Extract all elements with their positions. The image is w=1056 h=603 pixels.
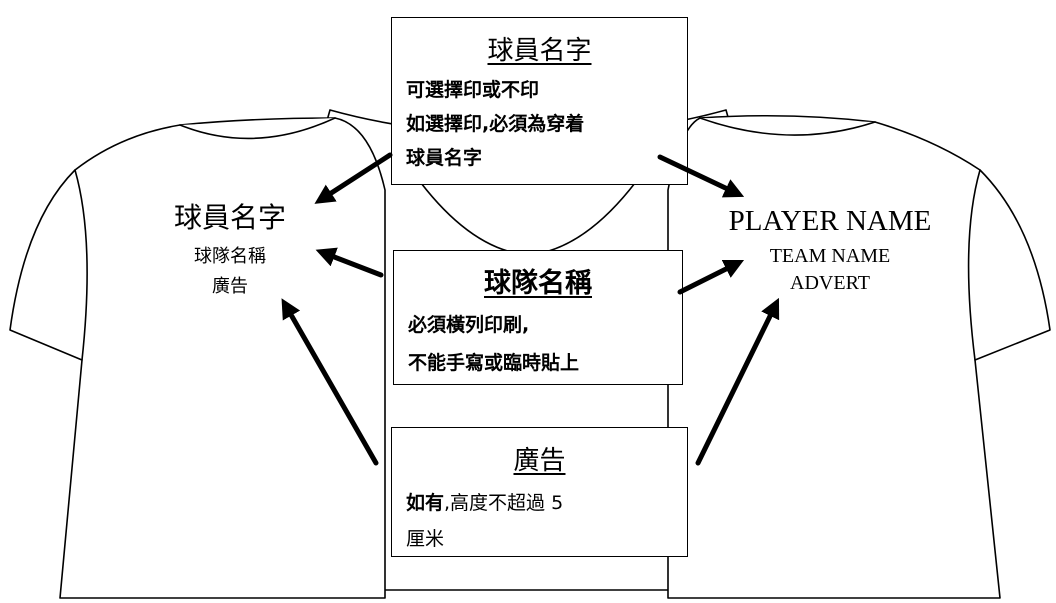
advert-callout-rest: ,高度不超過 5 [444, 492, 564, 514]
team-name-callout-line: 不能手寫或臨時貼上 [408, 352, 580, 374]
left-player-name: 球員名字 [173, 201, 286, 234]
advert-callout-line-1: 如有,高度不超過 5 [406, 485, 673, 521]
right-player-name: PLAYER NAME [728, 205, 932, 237]
player-name-callout-line: 球員名字 [406, 147, 483, 169]
team-name-callout-line: 必須橫列印刷, [408, 314, 530, 336]
right-advert: ADVERT [790, 272, 870, 294]
advert-callout-title: 廣告 [513, 446, 566, 476]
advert-callout-bold: 如有 [406, 492, 445, 514]
advert-callout-line-2: 厘米 [406, 528, 445, 550]
right-shirt [667, 114, 1051, 599]
right-team-name: TEAM NAME [769, 245, 891, 267]
left-advert: 廣告 [212, 276, 248, 297]
left-team-name: 球隊名稱 [194, 246, 266, 267]
left-shirt [9, 117, 386, 599]
player-name-callout-title: 球員名字 [487, 36, 592, 66]
advert-callout: 廣告 如有,高度不超過 5 厘米 [391, 427, 688, 557]
player-name-callout-line: 如選擇印,必須為穿着 [406, 113, 585, 135]
player-name-callout-line: 可選擇印或不印 [406, 79, 540, 101]
team-name-callout: 球隊名稱 必須橫列印刷, 不能手寫或臨時貼上 [393, 250, 683, 385]
team-name-callout-title: 球隊名稱 [484, 268, 592, 299]
player-name-callout: 球員名字 可選擇印或不印 如選擇印,必須為穿着 球員名字 [391, 17, 688, 185]
